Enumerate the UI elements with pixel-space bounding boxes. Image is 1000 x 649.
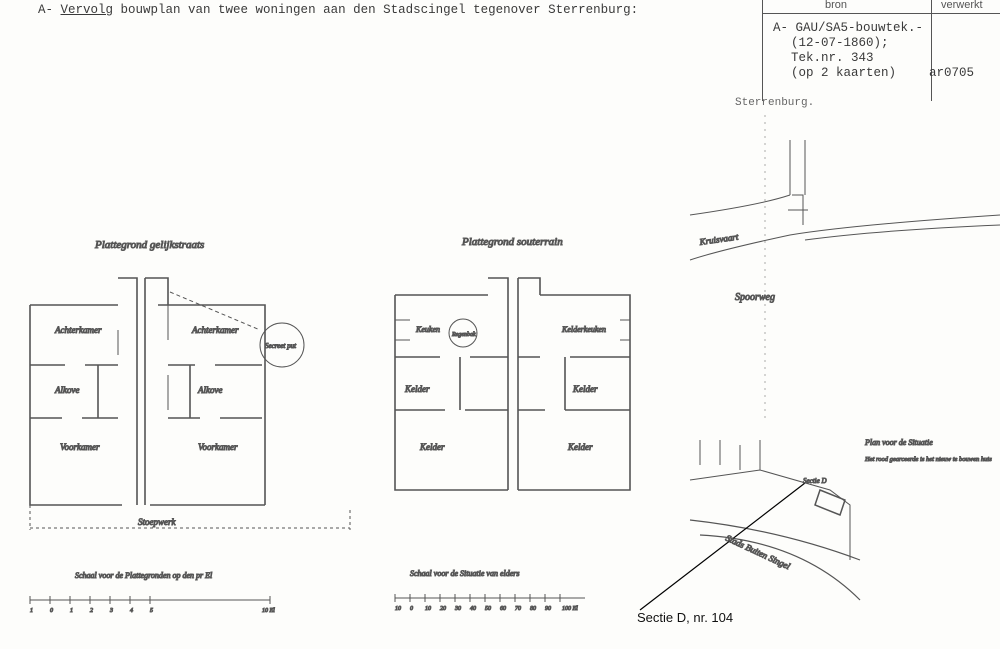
title-rest: bouwplan van twee woningen aan den Stads… [113,3,639,17]
map-label-sectie: Sectie D [803,477,827,485]
verwerkt-value: ar0705 [929,66,975,80]
tick: 10 [395,606,401,612]
map-label-spoorweg: Spoorweg [735,292,775,303]
map-note-text: Het rood gearceerde is het nieuw te bouw… [864,456,992,463]
tick: 70 [515,606,521,612]
tick: 2 [90,608,93,614]
room-label: Achterkamer [54,325,102,335]
map-label-kruisvaart: Kruisvaart [698,232,740,248]
room-label: Kelder [567,442,593,452]
tick: 3 [109,608,113,614]
room-label: Kelder [572,384,598,394]
secreet-put-label: Secreet put [265,342,297,350]
tick: 100 El [562,606,578,612]
scale-middle-label: Schaal voor de Situatie van elders [410,569,520,578]
room-label: Kelder [419,442,445,452]
tick: 10 [425,606,431,612]
room-label: Achterkamer [191,325,239,335]
room-label: Alkove [54,385,79,395]
tick: 30 [454,606,461,612]
source-line-4: (op 2 kaarten) [791,66,897,80]
room-label: Keuken [415,325,440,334]
tick: 50 [485,606,491,612]
tick: 10 El [262,608,275,614]
tick: 1 [30,608,33,614]
stoepwerk-label: Stoepwerk [138,517,176,527]
tick: 90 [545,606,551,612]
source-line-3: Tek.nr. 343 [791,51,874,65]
plan-left-title: Plattegrond gelijkstraats [94,239,204,251]
plan-middle-title: Plattegrond souterrain [461,236,563,248]
source-table-header: bron verwerkt [763,0,1000,14]
room-label: Kelder [404,384,430,394]
source-line-1: A- GAU/SA5-bouwtek.- [773,21,924,35]
tick: 4 [130,607,133,614]
scale-bar-left [29,596,271,604]
floor-plan-ground [29,277,351,530]
tick: 80 [530,606,536,612]
document-title: A- Vervolg bouwplan van twee woningen aa… [38,3,638,17]
map-note-title: Plan voor de Situatie [864,438,933,447]
source-line-2: (12-07-1860); [791,36,889,50]
tick: 60 [500,606,506,612]
room-label: Alkove [197,385,222,395]
scale-left-label: Schaal voor de Plattegronden op den pr E… [75,571,213,580]
title-prefix: A- [38,3,61,17]
scale-left-ticks: 1 0 1 2 3 4 5 10 El [30,607,276,615]
room-label: Voorkamer [60,442,100,452]
tick: 1 [70,608,73,614]
regenbak-label: Regenbak [451,332,476,338]
room-label: Kelderkeuken [561,325,606,334]
stamp-text: Sterrenburg. [735,97,815,109]
room-label: Voorkamer [198,442,238,452]
tick: 0 [410,606,413,612]
source-table: bron verwerkt A- GAU/SA5-bouwtek.- (12-0… [762,0,1000,101]
map-label-singel: Stads Buiten Singel [724,533,792,572]
tick: 5 [150,608,153,614]
floor-plan-souterrain [394,277,631,491]
tick: 20 [440,606,446,612]
col-bron: bron [825,0,848,11]
tick: 40 [470,605,476,612]
scale-middle-ticks: 10 0 10 20 30 40 50 60 70 80 90 100 El [395,605,579,613]
column-divider [931,0,932,101]
tick: 0 [50,608,53,614]
parcel-annotation: Sectie D, nr. 104 [637,610,734,625]
title-underlined-word: Vervolg [60,3,114,17]
col-verwerkt: verwerkt [941,0,983,11]
scale-bar-middle [394,594,585,602]
situation-map [639,115,1000,611]
